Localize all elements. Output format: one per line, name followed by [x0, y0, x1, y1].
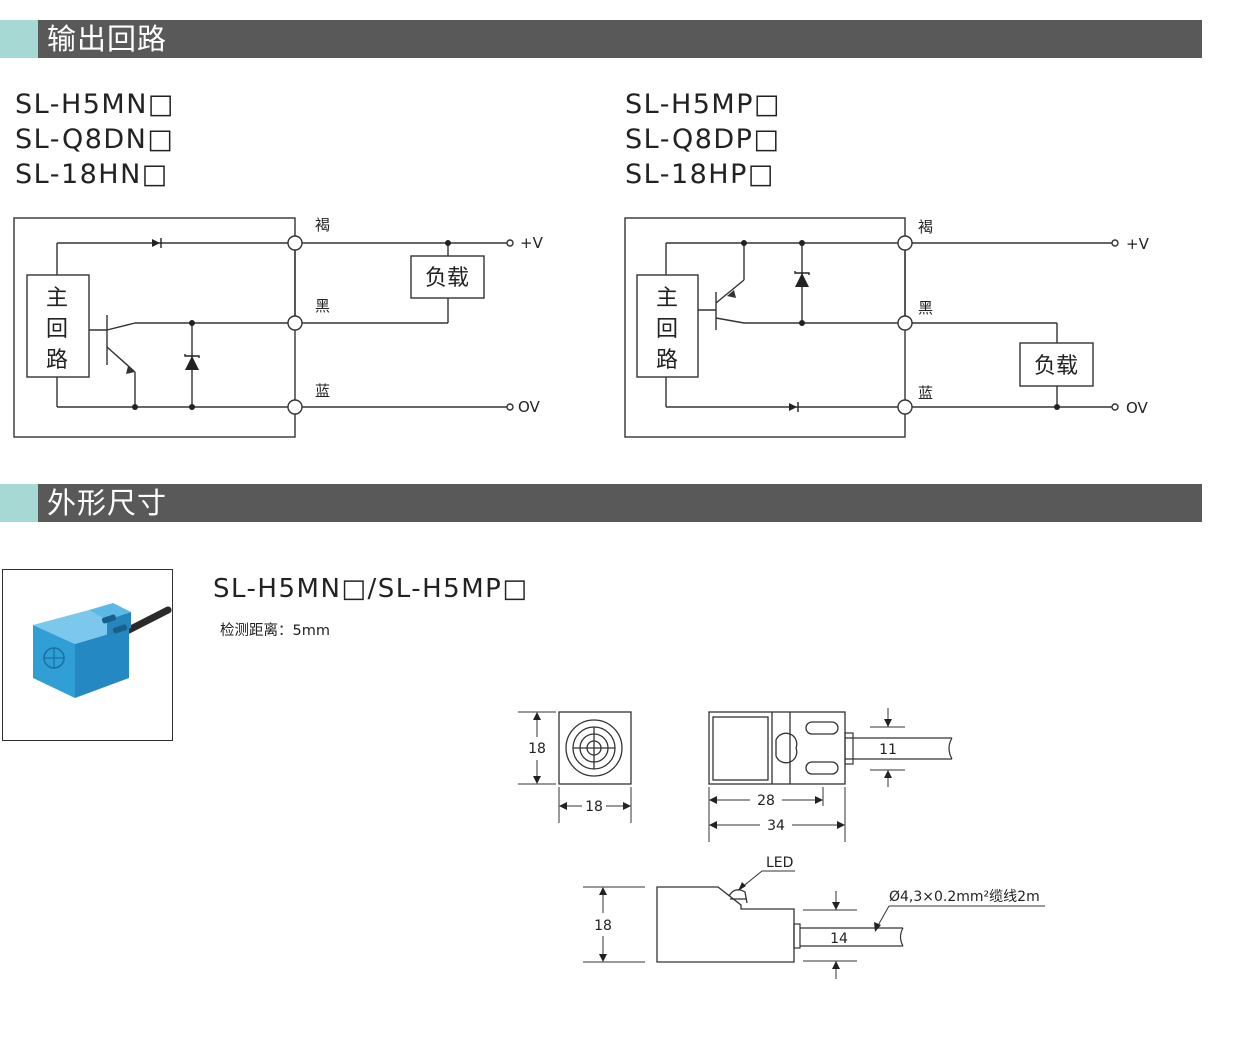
npn-junction: [445, 240, 451, 246]
npn-load-box: [410, 255, 485, 299]
section-accent: [0, 484, 38, 522]
npn-model-3: SL-18HN□: [15, 159, 169, 190]
section-title-output-circuit: 输出回路: [47, 22, 168, 56]
pnp-junction: [741, 240, 747, 246]
front-view: 18 18: [518, 711, 632, 823]
npn-model-2: SL-Q8DN□: [15, 124, 175, 155]
npn-circuit-diagram: 负载 主 回 路 褐 黑 蓝 +V OV: [13, 216, 544, 438]
pnp-wire-black-label: 黑: [918, 299, 933, 317]
pnp-junction: [1054, 404, 1060, 410]
top-28-label: 28: [757, 793, 775, 809]
cable-14-label: 14: [830, 931, 848, 947]
pnp-0v-label: OV: [1126, 399, 1149, 417]
pnp-zener-diode: [795, 273, 809, 287]
dimension-model-title: SL-H5MN□/SL-H5MP□: [213, 574, 529, 604]
npn-terminal-brown: [287, 235, 303, 251]
pnp-wire-blue-label: 蓝: [918, 384, 933, 402]
cable-11-label: 11: [879, 742, 897, 758]
section-bar-output-circuit: 输出回路: [0, 20, 1202, 58]
npn-0v-label: OV: [518, 398, 541, 416]
sensor-product-illustration: [33, 603, 172, 698]
pnp-terminal-brown: [897, 235, 913, 251]
npn-0v-terminal: [506, 403, 514, 411]
npn-vplus-terminal: [506, 239, 514, 247]
pnp-emitter-arrow: [727, 290, 736, 298]
npn-load-label: 负载: [425, 266, 469, 291]
pnp-circuit-diagram: 负载 主 回 路 褐 黑 蓝 +V OV: [624, 217, 1150, 438]
side-height-label: 18: [594, 918, 612, 934]
pnp-junction: [799, 320, 805, 326]
pnp-model-list: SL-H5MP□ SL-Q8DP□ SL-18HP□: [625, 87, 781, 192]
npn-main-circuit-char-3: 路: [46, 348, 68, 373]
npn-diode-arrow: [152, 239, 160, 247]
pnp-vplus-terminal: [1111, 239, 1119, 247]
npn-main-circuit-char-2: 回: [46, 317, 68, 342]
pnp-junction: [799, 240, 805, 246]
detection-range-text: 检测距离：5mm: [220, 623, 330, 639]
section-fill: [38, 484, 1202, 522]
pnp-load-box: [1019, 342, 1094, 387]
pnp-main-circuit-char-1: 主: [656, 286, 678, 311]
top-view: 11 28 34: [708, 708, 953, 842]
npn-wire-black-label: 黑: [315, 297, 330, 315]
pnp-main-circuit-char-2: 回: [656, 317, 678, 342]
pnp-model-2: SL-Q8DP□: [625, 124, 781, 155]
section-accent: [0, 20, 38, 58]
pnp-load-label: 负载: [1034, 354, 1078, 379]
front-height-label: 18: [528, 741, 546, 757]
pnp-model-3: SL-18HP□: [625, 159, 775, 190]
section-title-dimensions: 外形尺寸: [47, 486, 168, 520]
led-label: LED: [766, 855, 793, 871]
npn-terminal-black: [287, 315, 303, 331]
npn-wire-blue-label: 蓝: [315, 382, 330, 400]
npn-emitter-arrow: [126, 366, 135, 374]
pnp-main-circuit-char-3: 路: [656, 348, 678, 373]
pnp-terminal-black: [897, 315, 913, 331]
npn-zener-diode: [185, 356, 199, 370]
pnp-terminal-blue: [897, 399, 913, 415]
npn-terminal-blue: [287, 399, 303, 415]
section-bar-dimensions: 外形尺寸: [0, 484, 1202, 522]
pnp-wire-brown-label: 褐: [918, 218, 933, 236]
side-view: LED 18 14 Ø4,3×0.2mm²缆线2m: [583, 855, 1045, 979]
top-34-label: 34: [767, 818, 785, 834]
cable-spec-label: Ø4,3×0.2mm²缆线2m: [889, 889, 1040, 905]
pnp-0v-terminal: [1111, 403, 1119, 411]
front-width-label: 18: [585, 799, 603, 815]
npn-junction: [132, 404, 138, 410]
npn-wire-brown-label: 褐: [315, 216, 330, 234]
npn-model-list: SL-H5MN□ SL-Q8DN□ SL-18HN□: [15, 87, 175, 192]
product-photo-frame: [2, 569, 173, 741]
section-fill: [38, 20, 1202, 58]
npn-junction: [189, 404, 195, 410]
npn-main-circuit-box: [26, 274, 90, 378]
pnp-vplus-label: +V: [1126, 235, 1150, 253]
pnp-main-circuit-box: [636, 274, 699, 378]
npn-model-1: SL-H5MN□: [15, 89, 175, 120]
npn-junction: [189, 320, 195, 326]
npn-main-circuit-char-1: 主: [46, 286, 68, 311]
pnp-model-1: SL-H5MP□: [625, 89, 782, 120]
npn-vplus-label: +V: [520, 234, 544, 252]
pnp-diode-arrow: [789, 403, 797, 411]
